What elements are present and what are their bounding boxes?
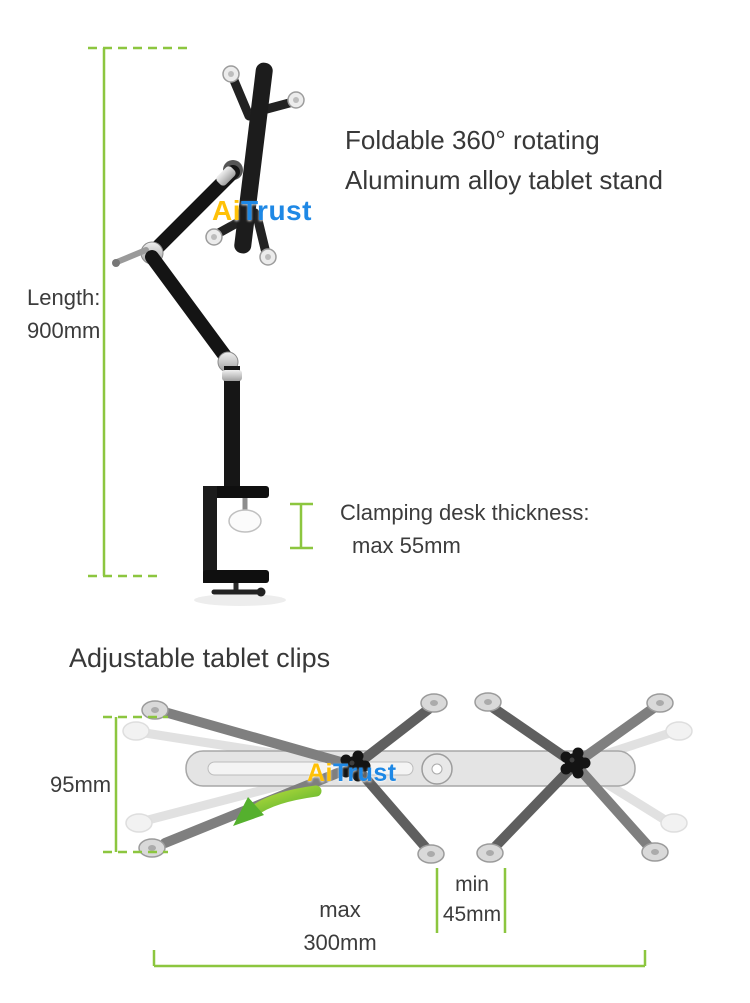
brand-watermark-ai: Ai	[212, 195, 241, 226]
brand-watermark-trust: Trust	[241, 195, 312, 226]
min-width-line1: min	[455, 873, 489, 896]
product-title-line1: Foldable 360° rotating	[345, 125, 600, 155]
clamp-thickness-label: Clamping desk thickness: max 55mm	[340, 496, 589, 562]
brand-watermark-bottom: AiTrust	[307, 759, 397, 788]
tablet-stand-illustration	[112, 62, 305, 606]
max-width-line1: max	[319, 897, 361, 922]
brand-watermark-ai: Ai	[307, 759, 333, 787]
brand-watermark-trust: Trust	[333, 759, 397, 787]
brand-watermark-top: AiTrust	[212, 195, 312, 227]
length-dimension-line	[88, 46, 187, 578]
slide-arrow-icon	[233, 785, 322, 826]
right-tightening-knob	[560, 747, 591, 779]
left-tightening-knob	[340, 750, 371, 782]
max-width-dimension-line	[152, 950, 647, 968]
min-width-dimension-lines	[435, 868, 507, 933]
clamp-thickness-line1: Clamping desk thickness:	[340, 500, 590, 525]
clamp-thickness-line2: max 55mm	[352, 533, 461, 558]
section-heading: Adjustable tablet clips	[69, 643, 331, 673]
max-width-line2: 300mm	[303, 930, 377, 955]
length-label: Length: 900mm	[27, 281, 100, 347]
height-dimension-bracket	[103, 715, 168, 854]
length-label-line2: 900mm	[27, 318, 101, 343]
clamp-thickness-bracket	[290, 502, 313, 550]
height-label: 95mm	[50, 772, 112, 797]
max-width-label: max 300mm	[276, 893, 404, 959]
product-title-line2: Aluminum alloy tablet stand	[345, 165, 663, 195]
min-width-line2: 45mm	[442, 903, 502, 926]
product-title: Foldable 360° rotating Aluminum alloy ta…	[345, 120, 663, 200]
length-label-line1: Length:	[27, 285, 101, 310]
clip-mechanism-illustration	[122, 692, 693, 864]
min-width-label: min 45mm	[430, 870, 514, 930]
desk-clamp	[203, 486, 269, 597]
